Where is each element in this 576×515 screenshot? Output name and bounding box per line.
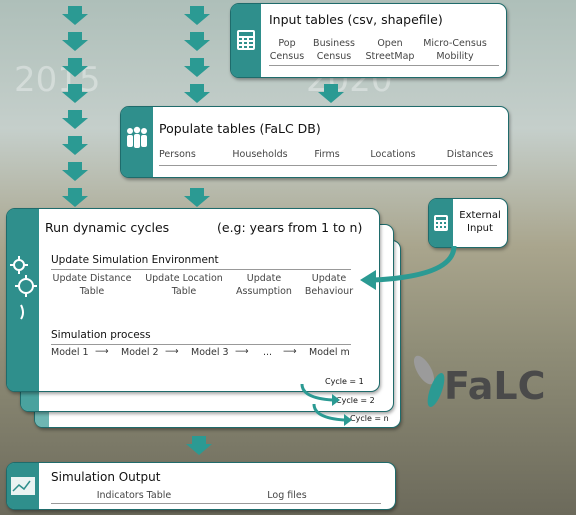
divider — [51, 503, 381, 504]
divider — [269, 65, 499, 66]
flow-arrow — [62, 84, 88, 103]
output-title: Simulation Output — [51, 470, 161, 484]
divider — [51, 269, 351, 270]
populate-col-persons: Persons — [159, 149, 196, 160]
col-line: Micro-Census — [423, 38, 487, 49]
flow-arrow — [184, 58, 210, 77]
flow-arrow — [62, 188, 88, 207]
table-icon — [434, 215, 448, 231]
col-line: Open — [377, 38, 403, 49]
col-line: Update — [311, 273, 347, 284]
cycle-label-2: Cycle = 2 — [336, 396, 375, 405]
model-ellipsis: ... — [263, 347, 273, 358]
table-icon — [237, 30, 255, 50]
falc-logo: FaLC — [410, 352, 570, 422]
populate-col-firms: Firms — [314, 149, 340, 160]
seq-arrow: ⟶ — [283, 346, 297, 357]
external-arrow — [360, 245, 457, 290]
flow-arrow — [62, 110, 88, 129]
col-line: Pop — [278, 38, 296, 49]
populate-col-distances: Distances — [446, 149, 494, 160]
external-sidebar — [429, 199, 453, 247]
flow-arrow — [184, 6, 210, 25]
seq-arrow: ⟶ — [95, 346, 109, 357]
output-col-logfiles: Log files — [267, 490, 307, 501]
flow-arrow — [184, 84, 210, 103]
populate-title: Populate tables (FaLC DB) — [159, 121, 321, 136]
simulation-output-box: Simulation Output Indicators Table Log f… — [6, 462, 396, 510]
run-cycles-box: Run dynamic cycles (e.g: years from 1 to… — [6, 208, 380, 392]
run-subtitle: (e.g: years from 1 to n) — [217, 220, 363, 235]
flow-arrow — [62, 58, 88, 77]
update-heading: Update Simulation Environment — [51, 254, 219, 266]
cycle-label-n: Cycle = n — [350, 414, 389, 423]
run-title: Run dynamic cycles — [45, 220, 170, 235]
model-3: Model 3 — [191, 347, 229, 358]
model-m: Model m — [309, 347, 350, 358]
process-heading: Simulation process — [51, 329, 151, 341]
col-line: Table — [171, 286, 197, 297]
gears-icon — [10, 256, 37, 320]
logo-text: FaLC — [444, 364, 546, 408]
seq-arrow: ⟶ — [165, 346, 179, 357]
flow-arrow — [62, 32, 88, 51]
col-line: Census — [316, 51, 352, 62]
col-line: Assumption — [236, 286, 292, 297]
col-line: StreetMap — [365, 51, 415, 62]
populate-col-households: Households — [232, 149, 288, 160]
cycle-loop-arrows — [300, 383, 352, 426]
col-line: Behaviour — [304, 286, 354, 297]
col-line: Update Location — [145, 273, 223, 284]
seq-arrow: ⟶ — [235, 346, 249, 357]
flow-arrow — [62, 6, 88, 25]
flow-arrow — [186, 436, 212, 455]
col-line: Census — [269, 51, 305, 62]
divider — [51, 344, 351, 345]
output-sidebar — [7, 463, 39, 509]
populate-col-locations: Locations — [370, 149, 416, 160]
flow-arrow — [318, 84, 344, 103]
col-line: Mobility — [436, 51, 474, 62]
output-col-indicators: Indicators Table — [96, 490, 172, 501]
people-icon — [127, 126, 147, 148]
col-line: Table — [79, 286, 105, 297]
flow-arrow — [62, 136, 88, 155]
col-line: Update Distance — [52, 273, 132, 284]
col-line: Update — [246, 273, 282, 284]
map-icon — [11, 477, 35, 495]
flow-arrow — [184, 32, 210, 51]
model-1: Model 1 — [51, 347, 89, 358]
model-2: Model 2 — [121, 347, 159, 358]
input-tables-title: Input tables (csv, shapefile) — [269, 12, 443, 27]
col-line: Business — [313, 38, 355, 49]
col-line: Input — [467, 223, 493, 234]
input-tables-sidebar — [231, 4, 261, 77]
divider — [159, 165, 497, 166]
cycle-label-1: Cycle = 1 — [325, 377, 364, 386]
logo-mark-icon — [413, 355, 445, 408]
col-line: External — [459, 210, 501, 221]
flow-arrow — [62, 162, 88, 181]
flow-arrow — [184, 188, 210, 207]
run-sidebar — [7, 209, 39, 391]
populate-tables-box: Populate tables (FaLC DB) Persons Househ… — [120, 106, 509, 178]
populate-sidebar — [121, 107, 153, 177]
